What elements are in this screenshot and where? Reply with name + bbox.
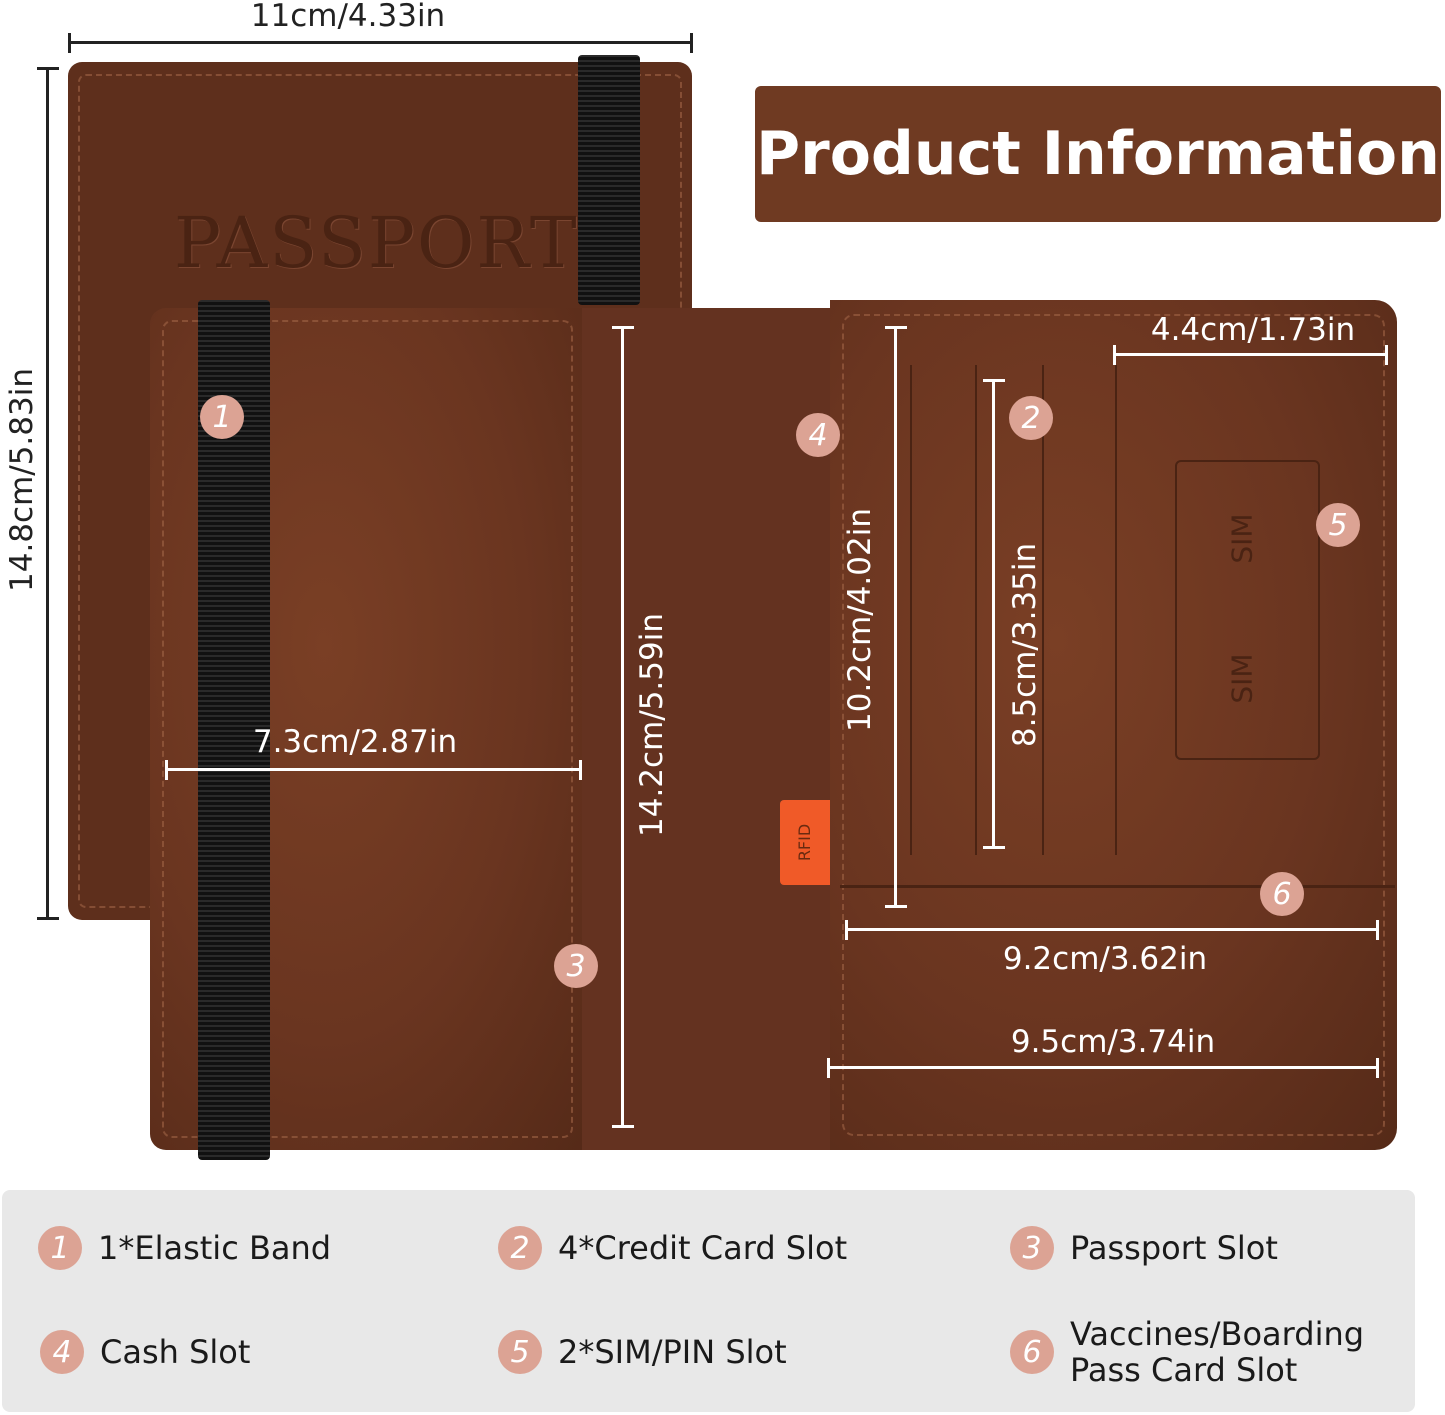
dimension-cap: [1376, 920, 1379, 940]
card-slot: [910, 365, 912, 855]
dimension-cap: [37, 67, 59, 70]
legend-badge: 5: [498, 1330, 542, 1374]
wallet-card-panel: SIM SIM: [830, 300, 1397, 1150]
card-slot-height-line: [992, 380, 995, 848]
marker-5: 5: [1316, 503, 1360, 547]
card-slot: [1115, 365, 1117, 855]
legend-badge: 3: [1010, 1226, 1054, 1270]
page-title: Product Information: [756, 119, 1440, 189]
passport-slot-width-label: 7.3cm/2.87in: [252, 724, 458, 760]
inner-height-label: 14.2cm/5.59in: [634, 613, 670, 837]
legend-item-passport-slot: Passport Slot: [1070, 1229, 1278, 1267]
sim-label: SIM: [1225, 513, 1259, 564]
sim-label: SIM: [1225, 653, 1259, 704]
marker-6: 6: [1260, 872, 1304, 916]
legend-item-sim-pin-slot: 2*SIM/PIN Slot: [558, 1333, 787, 1371]
sim-section-width-label: 4.4cm/1.73in: [1150, 312, 1356, 348]
dimension-cap: [612, 1125, 634, 1128]
pocket-width-line: [827, 1066, 1378, 1069]
dimension-cap: [690, 33, 693, 53]
dimension-cap: [885, 326, 907, 329]
dimension-cap: [983, 379, 1005, 382]
inner-height-line: [621, 327, 624, 1127]
marker-2: 2: [1009, 396, 1053, 440]
rfid-tag: RFID: [780, 800, 830, 885]
dimension-cap: [1113, 345, 1116, 365]
legend-item-credit-card-slot: 4*Credit Card Slot: [558, 1229, 848, 1267]
sim-holder: SIM SIM: [1175, 460, 1320, 760]
legend-item-boarding-pass-slot: Vaccines/Boarding Pass Card Slot: [1070, 1316, 1364, 1388]
card-panel-width-line: [845, 928, 1378, 931]
title-banner: Product Information: [755, 86, 1441, 222]
panel-stitching: [842, 314, 1385, 1136]
height-dimension-line: [46, 68, 49, 919]
dimension-cap: [579, 760, 582, 780]
card-slot-height-label: 8.5cm/3.35in: [1007, 542, 1043, 748]
feature-legend: 1 1*Elastic Band 2 4*Credit Card Slot 3 …: [2, 1190, 1415, 1412]
marker-3: 3: [554, 944, 598, 988]
dimension-cap: [612, 326, 634, 329]
width-dimension-line: [68, 41, 692, 44]
height-dimension-label: 14.8cm/5.83in: [4, 368, 40, 592]
card-slot: [1042, 365, 1044, 855]
elastic-band-back: [578, 55, 640, 305]
sim-section-width-line: [1113, 353, 1387, 356]
legend-item-line: Vaccines/Boarding: [1070, 1315, 1365, 1353]
dimension-cap: [1385, 345, 1388, 365]
wallet-middle-panel: [582, 308, 834, 1150]
dimension-cap: [845, 920, 848, 940]
legend-badge: 4: [40, 1330, 84, 1374]
marker-4: 4: [796, 413, 840, 457]
dimension-cap: [885, 905, 907, 908]
cash-slot-height-line: [894, 327, 897, 907]
dimension-cap: [68, 33, 71, 53]
card-slot: [975, 365, 977, 855]
marker-1: 1: [200, 395, 244, 439]
dimension-cap: [1376, 1058, 1379, 1078]
width-dimension-label: 11cm/4.33in: [250, 0, 446, 34]
legend-item-cash-slot: Cash Slot: [100, 1333, 251, 1371]
panel-stitching: [162, 320, 573, 1138]
passport-slot-width-line: [165, 768, 582, 771]
pocket-width-label: 9.5cm/3.74in: [1010, 1024, 1216, 1060]
elastic-band-front: [198, 300, 270, 1160]
legend-badge: 6: [1010, 1330, 1054, 1374]
card-panel-width-label: 9.2cm/3.62in: [1002, 941, 1208, 977]
passport-emboss: PASSPORT: [174, 202, 579, 284]
rfid-label: RFID: [795, 823, 815, 862]
dimension-cap: [983, 846, 1005, 849]
dimension-cap: [827, 1058, 830, 1078]
boarding-pass-pocket: [840, 885, 1395, 888]
legend-badge: 1: [38, 1226, 82, 1270]
cash-slot-height-label: 10.2cm/4.02in: [842, 508, 878, 732]
legend-item-line: Pass Card Slot: [1070, 1351, 1298, 1389]
dimension-cap: [165, 760, 168, 780]
legend-item-elastic-band: 1*Elastic Band: [98, 1229, 332, 1267]
legend-badge: 2: [498, 1226, 542, 1270]
dimension-cap: [37, 917, 59, 920]
